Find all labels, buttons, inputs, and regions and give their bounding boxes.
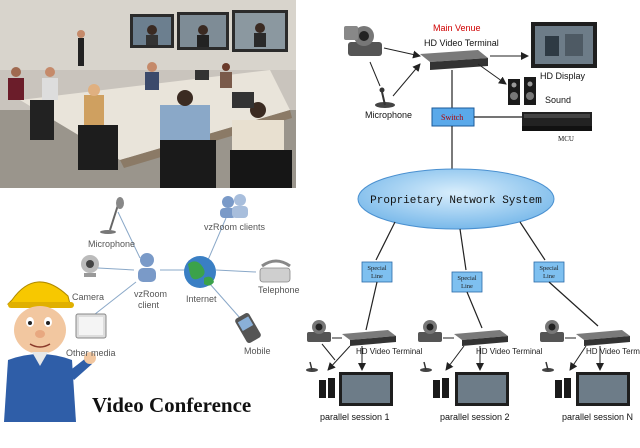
special-line-box-2: Special Line <box>451 271 483 293</box>
session-n-terminal-label: HD Video Terminal <box>586 347 640 356</box>
microphone-label: Microphone <box>365 110 412 120</box>
session-2-label: parallel session 2 <box>440 412 510 422</box>
speaker-icon <box>433 378 449 398</box>
hd-display-label: HD Display <box>540 71 586 81</box>
svg-text:Special: Special <box>367 265 386 272</box>
speaker-icon <box>508 77 536 105</box>
parallel-session-2: HD Video Terminal parallel session 2 <box>418 320 543 422</box>
microphone-icon <box>420 361 432 372</box>
conference-room-photo <box>0 0 296 188</box>
hd-display-icon <box>576 372 630 406</box>
svg-text:Line: Line <box>461 283 473 290</box>
microphone-icon <box>306 361 318 372</box>
microphone-icon <box>100 197 124 234</box>
telephone-icon <box>259 259 291 283</box>
sound-label: Sound <box>545 95 571 105</box>
main-venue-heading: Main Venue <box>433 23 481 33</box>
svg-text:Line: Line <box>371 273 383 280</box>
page-title: Video Conference <box>92 393 251 417</box>
main-terminal-label: HD Video Terminal <box>424 38 499 48</box>
speaker-icon <box>555 378 571 398</box>
hd-display-icon <box>455 372 509 406</box>
client-microphone-label: Microphone <box>88 239 135 249</box>
camera-icon <box>344 26 382 56</box>
mcu-device-icon <box>522 112 592 131</box>
vzroom-client-label-2: client <box>138 300 160 310</box>
tablet-icon <box>75 313 107 339</box>
other-media-label: Other media <box>66 348 116 358</box>
mobile-phone-icon <box>235 312 261 344</box>
worker-cartoon <box>4 281 96 422</box>
vzroom-clients-label: vzRoom clients <box>204 222 266 232</box>
camera-icon <box>418 320 442 342</box>
session-1-terminal-label: HD Video Terminal <box>356 347 423 356</box>
vzroom-client-label-1: vzRoom <box>134 289 167 299</box>
internet-label: Internet <box>186 294 217 304</box>
hd-video-terminal-main <box>420 50 488 70</box>
svg-text:Line: Line <box>543 273 555 280</box>
session-1-label: parallel session 1 <box>320 412 390 422</box>
user-icon <box>138 253 156 282</box>
session-2-terminal-label: HD Video Terminal <box>476 347 543 356</box>
special-line-box-3: Special Line <box>533 261 565 283</box>
parallel-session-1: HD Video Terminal parallel session 1 <box>306 320 423 422</box>
speaker-icon <box>319 378 335 398</box>
camera-icon <box>307 320 331 342</box>
camera-icon <box>540 320 564 342</box>
client-network-diagram: Microphone vzRoom clients Camera vzRoom … <box>72 194 300 356</box>
svg-text:Special: Special <box>539 265 558 272</box>
proprietary-network-cloud <box>357 168 555 230</box>
webcam-icon <box>81 255 99 277</box>
microphone-icon <box>375 87 395 108</box>
users-icon <box>220 194 248 218</box>
hd-display-icon <box>339 372 393 406</box>
special-line-box-1: Special Line <box>361 261 393 283</box>
svg-text:Special: Special <box>457 275 476 282</box>
telephone-label: Telephone <box>258 285 300 295</box>
client-camera-label: Camera <box>72 292 104 302</box>
mcu-label: MCU <box>558 135 574 143</box>
mobile-label: Mobile <box>244 346 271 356</box>
switch-label: Switch <box>441 113 463 122</box>
network-label: Proprietary Network System <box>370 195 542 207</box>
session-n-label: parallel session N <box>562 412 633 422</box>
microphone-icon <box>542 361 554 372</box>
hd-display-icon <box>531 22 597 68</box>
parallel-session-n: HD Video Terminal parallel session N <box>540 320 640 422</box>
globe-icon <box>184 256 216 288</box>
